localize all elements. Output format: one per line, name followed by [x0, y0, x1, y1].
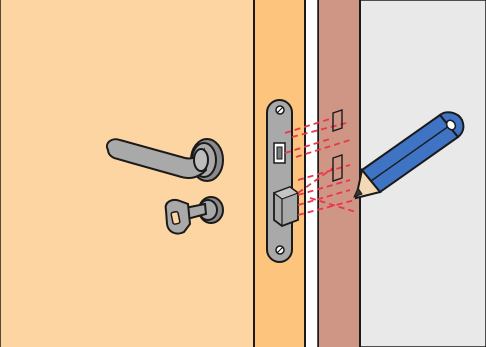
door-handle-icon	[106, 138, 224, 182]
key-icon	[164, 196, 224, 235]
door-gap	[304, 0, 319, 347]
pencil-icon	[353, 111, 465, 200]
frame-marks	[332, 109, 343, 182]
mortise-lock-icon	[266, 99, 300, 263]
